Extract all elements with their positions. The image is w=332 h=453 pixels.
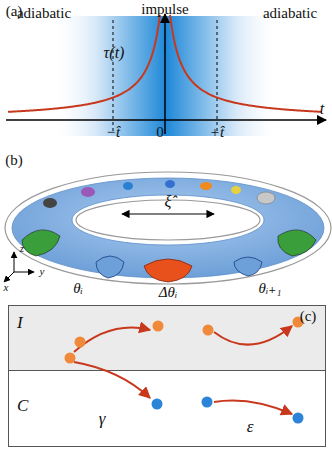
domain xyxy=(165,180,175,188)
domain xyxy=(96,256,124,278)
dashed-line xyxy=(217,20,218,132)
angle-label: Δθᵢ xyxy=(159,284,178,301)
regime-label: adiabatic xyxy=(17,5,71,22)
domain xyxy=(144,259,192,282)
domain xyxy=(123,182,133,190)
regime-label: adiabatic xyxy=(263,5,317,22)
axis-label: t xyxy=(320,100,324,118)
impulse-band xyxy=(50,16,282,136)
regime-label: impulse xyxy=(141,1,189,18)
tick-label: 0 xyxy=(156,124,164,141)
axis xyxy=(4,272,14,282)
domain xyxy=(231,186,241,194)
torus-outline xyxy=(5,172,331,284)
domain xyxy=(234,257,262,276)
tau-curve xyxy=(8,15,160,112)
angle-label: θᵢ xyxy=(73,280,83,297)
panel-letter: (c) xyxy=(300,308,317,325)
axis-label: x xyxy=(4,281,9,293)
tick-label: +t̂ xyxy=(210,124,224,141)
panel-letter: (b) xyxy=(5,152,23,169)
domain xyxy=(81,187,95,197)
process-label: ε xyxy=(247,418,254,437)
domain xyxy=(200,182,212,190)
process-label: γ xyxy=(99,410,106,429)
length-label: ξ̂ xyxy=(165,193,172,211)
tau-curve xyxy=(170,15,322,112)
domain xyxy=(22,230,60,256)
domain xyxy=(257,192,275,204)
region-label: I xyxy=(17,314,23,333)
region-band: C xyxy=(8,370,326,447)
axis xyxy=(14,252,15,272)
curve-label: τ(t) xyxy=(104,44,125,62)
time-axis xyxy=(6,119,326,121)
angle-label: θᵢ₊₁ xyxy=(259,280,282,297)
length-arrow xyxy=(122,213,214,214)
dashed-line xyxy=(113,20,114,132)
region-band: I xyxy=(8,305,326,371)
axis-label: y xyxy=(40,265,45,277)
axis-label: z xyxy=(20,242,24,254)
torus xyxy=(12,178,324,278)
region-label: C xyxy=(17,397,28,416)
tick-label: −t̂ xyxy=(106,124,120,141)
domain xyxy=(43,198,57,208)
domain xyxy=(278,230,316,256)
axis xyxy=(14,272,34,273)
tau-axis xyxy=(164,14,166,134)
